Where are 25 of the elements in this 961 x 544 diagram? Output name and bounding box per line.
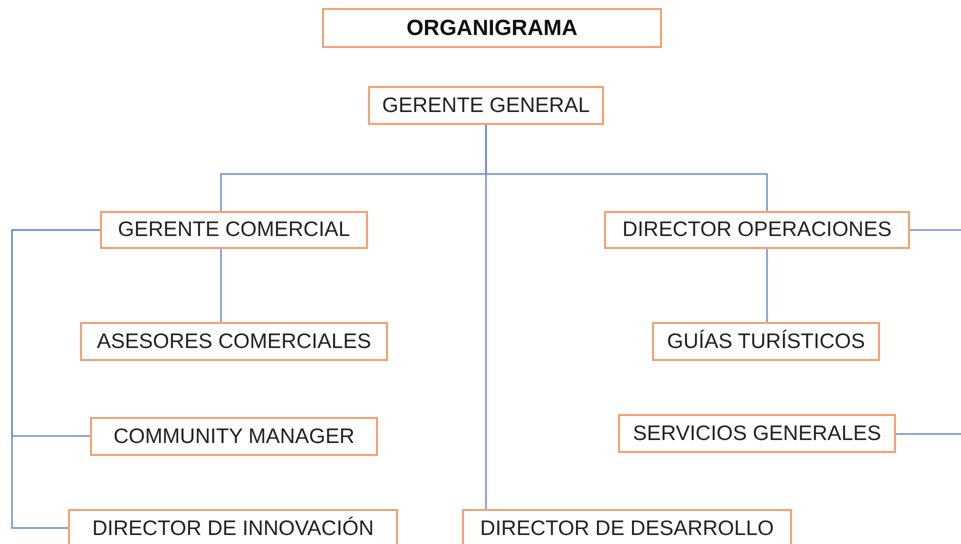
role-label: DIRECTOR DE DESARROLLO: [480, 517, 774, 541]
title: ORGANIGRAMA: [322, 8, 662, 48]
connector-line: [11, 229, 100, 529]
role-box: [90, 417, 378, 456]
role-box: [652, 322, 880, 361]
role-box: [368, 86, 604, 125]
role-label: DIRECTOR DE INNOVACIÓN: [92, 517, 374, 541]
role-label: ASESORES COMERCIALES: [96, 330, 372, 354]
connector-line: [220, 249, 222, 322]
connector-line: [485, 125, 487, 509]
role-label: DIRECTOR OPERACIONES: [622, 218, 892, 242]
role-label: SERVICIOS GENERALES: [632, 422, 882, 446]
connector-line: [910, 229, 961, 231]
role-box: [618, 414, 896, 453]
connector-line: [766, 249, 768, 322]
role-box: [80, 322, 388, 361]
role-label: GERENTE COMERCIAL: [118, 218, 350, 242]
role-box: [462, 509, 792, 544]
connector-line: [896, 433, 961, 435]
role-box: [604, 211, 910, 249]
role-label: COMMUNITY MANAGER: [113, 424, 355, 448]
role-box: [68, 509, 398, 544]
role-label: GUÍAS TURÍSTICOS: [667, 330, 865, 354]
role-box: [100, 211, 368, 249]
role-label: GERENTE GENERAL: [382, 94, 590, 118]
